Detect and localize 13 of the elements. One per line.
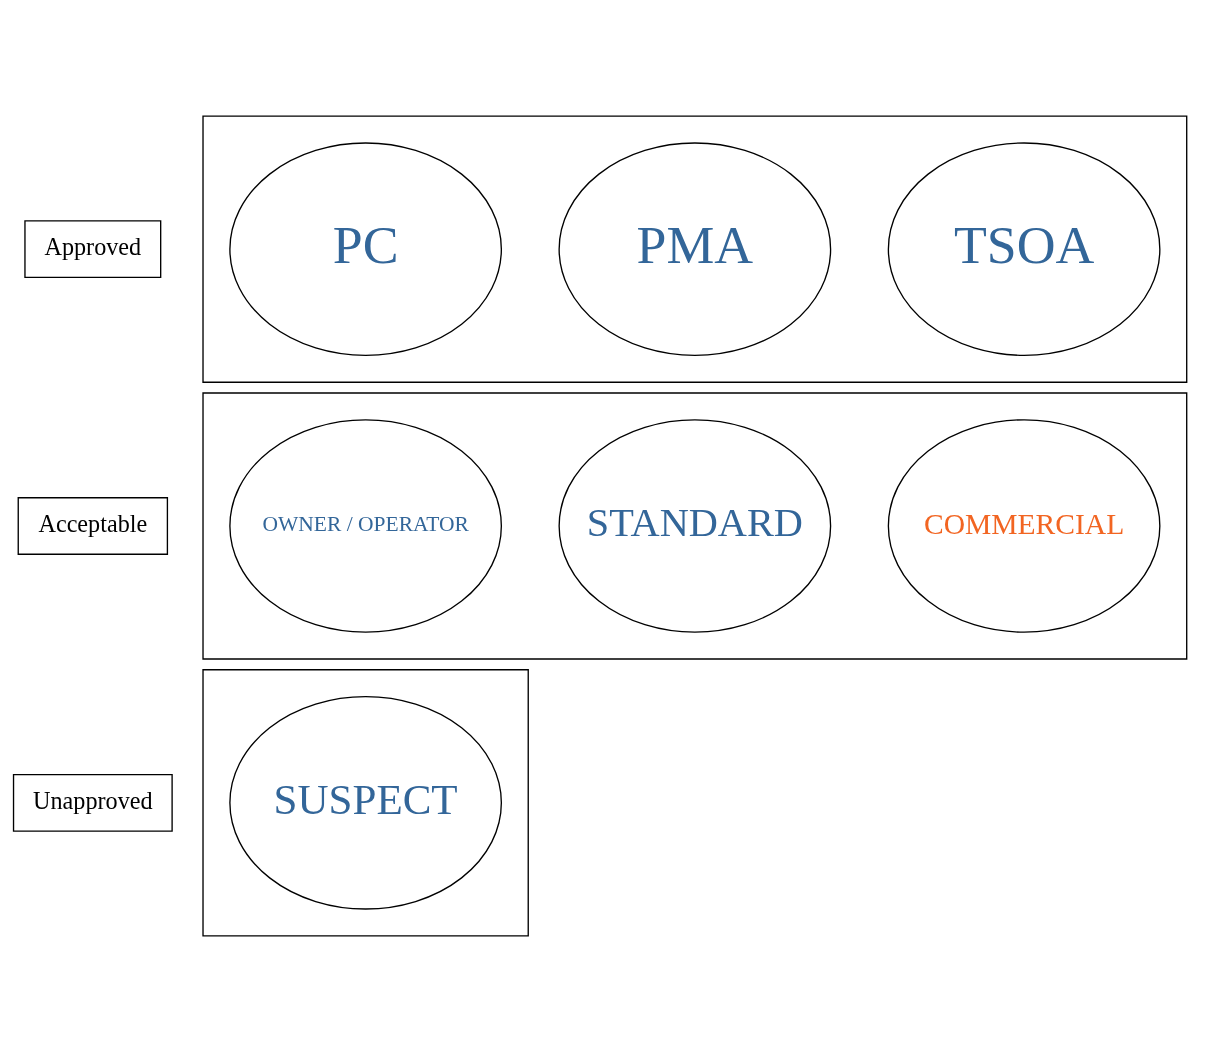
node-box: Acceptable bbox=[17, 496, 169, 555]
node-ellipse: OWNER / OPERATOR bbox=[229, 418, 503, 633]
cluster bbox=[202, 391, 1188, 660]
node-ellipse: PC bbox=[229, 141, 503, 356]
node-ellipse: STANDARD bbox=[558, 418, 832, 633]
node-box: Unapproved bbox=[12, 773, 173, 832]
node-box: Approved bbox=[24, 219, 162, 278]
node-ellipse: COMMERCIAL bbox=[887, 418, 1161, 633]
node-ellipse: PMA bbox=[558, 141, 832, 356]
node-ellipse: TSOA bbox=[887, 141, 1161, 356]
cluster bbox=[202, 668, 529, 937]
node-ellipse: SUSPECT bbox=[229, 695, 503, 910]
cluster bbox=[202, 114, 1188, 383]
